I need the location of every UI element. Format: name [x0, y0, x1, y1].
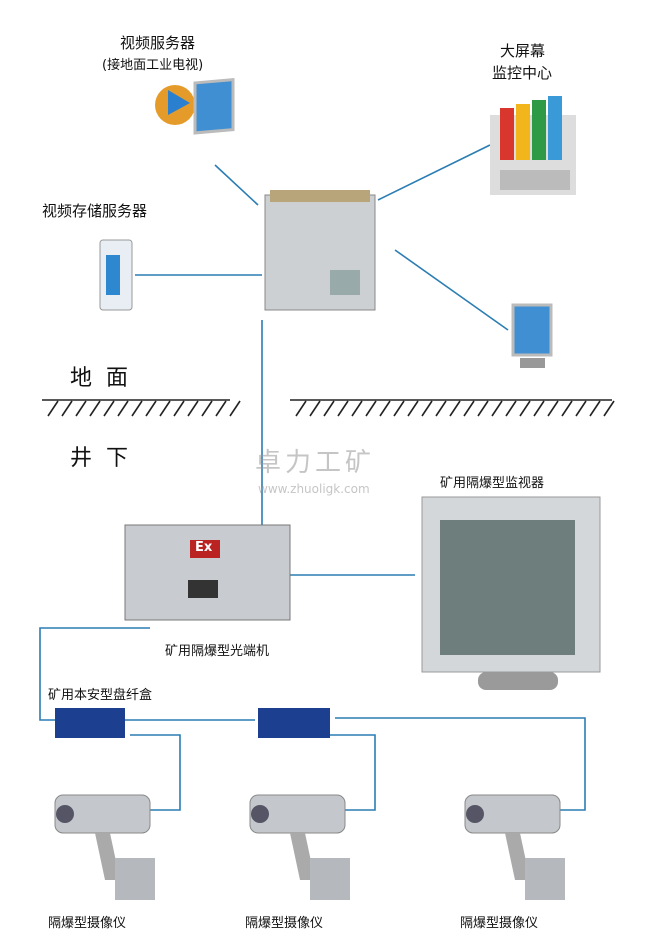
hatch-mark: [407, 400, 419, 417]
ex-mark: Ex: [195, 540, 213, 555]
hatch-mark: [229, 400, 241, 417]
hatch-mark: [575, 400, 587, 417]
hatch-mark: [215, 400, 227, 417]
hatch-mark: [117, 400, 129, 417]
connection-lines: [39, 144, 586, 811]
hatch-mark: [295, 400, 307, 417]
splice-box-label: 矿用本安型盘纤盒: [48, 688, 153, 703]
hatch-mark: [145, 400, 157, 417]
watermark-logo: 卓力工矿: [255, 448, 376, 478]
hatch-mark: [75, 400, 87, 417]
ground-label: 地面: [70, 366, 143, 391]
explosion-monitor-icon: [421, 496, 601, 690]
line-big-screen: [377, 144, 491, 201]
camera-3-icon: [464, 794, 565, 900]
hatch-mark: [201, 400, 213, 417]
hatch-mark: [323, 400, 335, 417]
splice-box-2-icon: [258, 708, 330, 738]
line-to-splice-1: [39, 627, 150, 721]
line-camera-2: [330, 734, 376, 811]
big-screen-label: 大屏幕: [500, 42, 546, 60]
hatch-mark: [309, 400, 321, 417]
line-camera-1: [130, 734, 181, 811]
hatch-mark: [505, 400, 517, 417]
hatch-mark: [173, 400, 185, 417]
hatch-mark: [547, 400, 559, 417]
watermark-url: www.zhuoligk.com: [258, 482, 370, 496]
hatch-mark: [337, 400, 349, 417]
hatch-mark: [365, 400, 377, 417]
camera-2-label: 隔爆型摄像仪: [245, 916, 324, 931]
line-monitor: [394, 249, 509, 331]
camera-3-label: 隔爆型摄像仪: [460, 916, 539, 931]
optical-terminal-icon: [124, 524, 291, 621]
video-server-icon: [155, 77, 235, 135]
hatch-mark: [477, 400, 489, 417]
hatch-mark: [103, 400, 115, 417]
camera-1-label: 隔爆型摄像仪: [48, 916, 127, 931]
hatch-mark: [159, 400, 171, 417]
splice-box-1-icon: [55, 708, 125, 738]
hatch-mark: [533, 400, 545, 417]
hatch-mark: [187, 400, 199, 417]
hatch-mark: [89, 400, 101, 417]
big-screen-icon: [490, 96, 576, 195]
hatch-mark: [61, 400, 73, 417]
hatch-mark: [435, 400, 447, 417]
explosion-monitor-label: 矿用隔爆型监视器: [440, 476, 545, 491]
hatch-mark: [463, 400, 475, 417]
video-server-sublabel: (接地面工业电视): [102, 58, 204, 73]
underground-label: 井下: [70, 446, 143, 471]
storage-server-label: 视频存储服务器: [42, 202, 148, 220]
hatch-mark: [47, 400, 59, 417]
hatch-mark: [519, 400, 531, 417]
optical-terminal-label: 矿用隔爆型光端机: [165, 644, 270, 659]
surface-switch-box-icon: [264, 190, 376, 311]
video-server-label: 视频服务器: [120, 34, 196, 52]
camera-1-icon: [54, 794, 155, 900]
hatch-mark: [491, 400, 503, 417]
line-camera-3: [335, 717, 586, 811]
hatch-mark: [603, 400, 615, 417]
surface-monitor-icon: [511, 303, 553, 368]
hatch-mark: [351, 400, 363, 417]
hatch-mark: [589, 400, 601, 417]
monitoring-center-label: 监控中心: [492, 64, 553, 82]
hatch-mark: [393, 400, 405, 417]
camera-2-icon: [249, 794, 350, 900]
hatch-mark: [421, 400, 433, 417]
line-video-server: [214, 164, 259, 206]
hatch-mark: [449, 400, 461, 417]
hatch-mark: [379, 400, 391, 417]
ground-boundary: [42, 399, 615, 417]
hatch-mark: [561, 400, 573, 417]
storage-server-icon: [99, 239, 133, 311]
hatch-mark: [131, 400, 143, 417]
